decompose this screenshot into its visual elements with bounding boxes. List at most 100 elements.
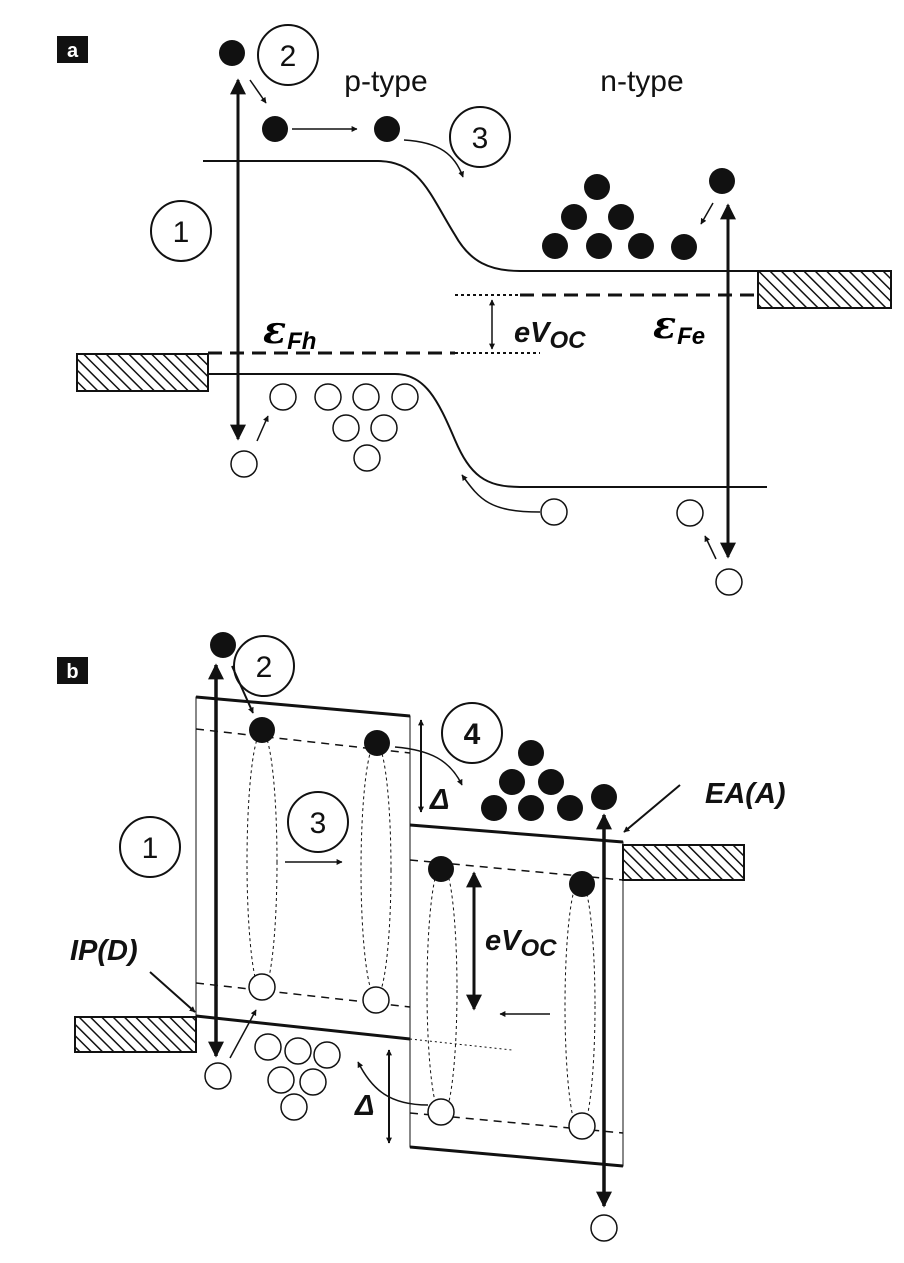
hole xyxy=(314,383,342,411)
exciton-ellipse xyxy=(246,731,278,993)
electron xyxy=(561,204,587,230)
valence-band xyxy=(208,373,767,488)
electron xyxy=(542,233,568,259)
exciton-ellipse xyxy=(360,742,392,998)
electron xyxy=(608,204,634,230)
step-1-circle-b xyxy=(119,816,181,878)
step-4-circle-b xyxy=(441,702,503,764)
donor-exciton-upper xyxy=(195,728,411,754)
relax-arrow xyxy=(231,665,254,714)
acceptor-homo xyxy=(409,1145,624,1168)
donor-contact xyxy=(74,1016,197,1053)
electron xyxy=(671,234,697,260)
electron xyxy=(709,168,735,194)
panel-b-tag-box xyxy=(57,657,88,684)
electron xyxy=(364,730,390,756)
n-type-label: n-type xyxy=(600,65,683,98)
hole xyxy=(362,986,390,1014)
electron xyxy=(219,40,245,66)
electron xyxy=(628,233,654,259)
hole xyxy=(370,414,398,442)
hole xyxy=(248,973,276,1001)
voc-label-b: eVOC xyxy=(485,925,557,962)
panel-a-tag-box xyxy=(57,36,88,63)
electron xyxy=(481,795,507,821)
step-1-number: 1 xyxy=(173,216,190,249)
hole xyxy=(269,383,297,411)
hole xyxy=(391,383,419,411)
electron-fermi-label: εFe xyxy=(653,302,705,350)
hole xyxy=(267,1066,295,1094)
electrons-b xyxy=(210,632,617,897)
relax-arrow xyxy=(256,415,269,442)
ea-label: EA(A) xyxy=(705,778,786,810)
homo-extension xyxy=(409,1038,513,1051)
hole xyxy=(352,383,380,411)
hole xyxy=(353,444,381,472)
exciton-ellipse xyxy=(426,863,458,1117)
delta-label-upper: Δ xyxy=(429,784,449,816)
panel-a-tag: a xyxy=(67,40,79,62)
electron xyxy=(249,717,275,743)
hole xyxy=(715,568,743,596)
acceptor-contact xyxy=(622,844,745,881)
step-3-number: 3 xyxy=(472,122,489,155)
hole xyxy=(676,499,704,527)
hole-transfer-arrow xyxy=(461,474,541,513)
electron xyxy=(569,871,595,897)
n-contact xyxy=(757,270,892,309)
ip-label: IP(D) xyxy=(70,935,138,967)
hole xyxy=(540,498,568,526)
donor-lumo xyxy=(195,695,411,718)
hole xyxy=(427,1098,455,1126)
hole-transfer-arrow-b xyxy=(357,1061,429,1106)
acceptor-lumo xyxy=(409,823,624,844)
step-2-number-b: 2 xyxy=(256,651,273,684)
panel-b-tag: b xyxy=(66,661,78,683)
step-3-circle xyxy=(449,106,511,168)
step-1-circle xyxy=(150,200,212,262)
hole xyxy=(332,414,360,442)
step-4-number-b: 4 xyxy=(464,718,481,751)
voc-label: eVOC xyxy=(514,317,586,354)
exciton-ellipse xyxy=(564,879,596,1133)
p-type-label: p-type xyxy=(344,65,427,98)
electron xyxy=(428,856,454,882)
holes-b xyxy=(204,973,618,1242)
hole xyxy=(280,1093,308,1121)
hole xyxy=(284,1037,312,1065)
relax-arrow xyxy=(700,202,714,225)
hole xyxy=(568,1112,596,1140)
hole xyxy=(299,1068,327,1096)
relax-arrow xyxy=(704,535,717,560)
hole-fermi-label: εFh xyxy=(263,307,316,355)
panel-a: a p-type n-type eVOC εFh εFe 2 3 1 xyxy=(57,24,892,596)
step-3-circle-b xyxy=(287,791,349,853)
ea-pointer xyxy=(623,784,681,833)
relax-arrow xyxy=(229,1009,257,1059)
p-contact xyxy=(76,353,209,392)
step-2-number: 2 xyxy=(280,40,297,73)
electron xyxy=(499,769,525,795)
electron xyxy=(586,233,612,259)
donor-exciton-lower xyxy=(195,982,411,1008)
transfer-arrow-b xyxy=(394,746,463,786)
delta-label-lower: Δ xyxy=(354,1090,374,1122)
electron xyxy=(518,795,544,821)
hole xyxy=(590,1214,618,1242)
electron xyxy=(374,116,400,142)
holes-a xyxy=(230,383,743,596)
electron xyxy=(538,769,564,795)
step-3-number-b: 3 xyxy=(310,807,327,840)
electrons-a xyxy=(219,40,735,260)
conduction-band xyxy=(203,160,758,272)
hole xyxy=(230,450,258,478)
ip-pointer xyxy=(149,971,196,1013)
hole xyxy=(313,1041,341,1069)
electron xyxy=(518,740,544,766)
electron xyxy=(591,784,617,810)
electron xyxy=(262,116,288,142)
hole xyxy=(254,1033,282,1061)
step-2-circle xyxy=(257,24,319,86)
